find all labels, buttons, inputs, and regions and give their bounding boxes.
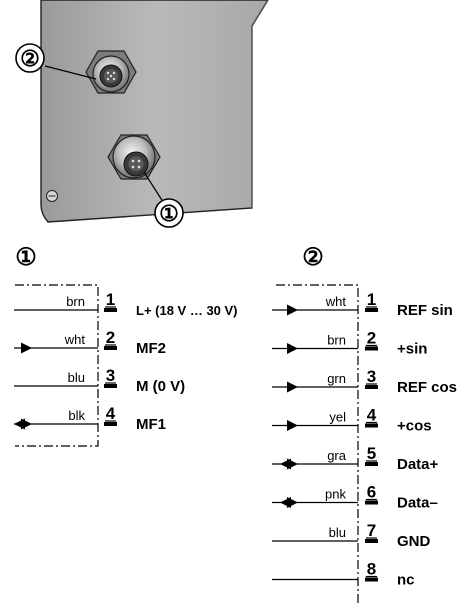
signal-arrow-in-icon — [287, 304, 298, 316]
pin-contact-bar — [104, 308, 117, 312]
left-connector-boundary — [15, 284, 99, 447]
pin-number-label: 1 — [367, 290, 376, 309]
connector-2-socket — [85, 50, 137, 94]
signal-arrow-in-icon — [21, 342, 32, 354]
pin-number-label: 6 — [367, 483, 376, 502]
pin-signal-label: nc — [397, 572, 415, 589]
device-housing-illustration: ② ① — [15, 0, 269, 228]
wire-color-label: pnk — [325, 487, 346, 502]
pin-number-label: 8 — [367, 560, 376, 579]
left-pin-row-3: blu 3 M (0 V) — [14, 366, 185, 395]
pin-signal-label: REF sin — [397, 302, 453, 319]
pin-contact-bar — [365, 539, 378, 543]
pin-signal-label: REF cos — [397, 379, 457, 396]
wire-color-label: grn — [327, 371, 346, 386]
pin-signal-label: L+ (18 V … 30 V) — [136, 303, 238, 318]
right-connector-boundary — [276, 284, 359, 603]
pin-number-label: 3 — [106, 366, 115, 385]
wire-color-label: brn — [327, 333, 346, 348]
signal-arrow-out-icon — [280, 497, 291, 508]
wire-color-label: yel — [329, 410, 346, 425]
signal-arrow-out-icon — [14, 418, 25, 430]
signal-arrow-in-icon — [287, 343, 298, 354]
pin-contact-bar — [365, 385, 378, 389]
wire-color-label: wht — [64, 332, 86, 347]
pin-signal-label: +cos — [397, 418, 432, 435]
connector-1-socket — [107, 134, 161, 180]
screw-icon — [46, 190, 58, 202]
pin-contact-bar — [104, 384, 117, 388]
right-pin-row-8: 8 nc — [272, 560, 415, 589]
pin-signal-label: Data+ — [397, 456, 439, 473]
wire-color-label: blu — [68, 370, 85, 385]
pin-number-label: 2 — [106, 328, 115, 347]
left-pin-row-1: brn 1 L+ (18 V … 30 V) — [14, 290, 238, 318]
section-marker-1: ① — [15, 244, 37, 271]
right-pin-row-2: brn 2 +sin — [272, 329, 427, 358]
pin-number-label: 3 — [367, 367, 376, 386]
pin-signal-label: M (0 V) — [136, 378, 185, 395]
wire-color-label: brn — [66, 294, 85, 309]
pin-contact-bar — [365, 462, 378, 466]
signal-arrow-in-icon — [287, 381, 298, 393]
pin-signal-label: GND — [397, 533, 431, 550]
pin-contact-bar — [365, 423, 378, 428]
pin-number-label: 5 — [367, 444, 376, 463]
wire-color-label: blu — [329, 525, 346, 540]
wire-color-label: blk — [68, 408, 85, 423]
pin-signal-label: MF1 — [136, 416, 166, 433]
signal-arrow-out-icon — [280, 458, 291, 470]
pin-contact-bar — [104, 346, 117, 350]
pin-number-label: 2 — [367, 329, 376, 348]
pin-number-label: 4 — [367, 406, 377, 425]
wire-color-label: gra — [327, 448, 347, 463]
pin-contact-bar — [365, 500, 378, 505]
pin-signal-label: Data– — [397, 495, 438, 512]
section-marker-2: ② — [302, 244, 324, 271]
pin-signal-label: MF2 — [136, 340, 166, 357]
pin-contact-bar — [104, 422, 117, 426]
signal-arrow-in-icon — [287, 420, 298, 431]
pin-signal-label: +sin — [397, 341, 427, 358]
pin-number-label: 1 — [106, 290, 115, 309]
wire-color-label: wht — [325, 294, 347, 309]
pin-number-label: 4 — [106, 404, 116, 423]
pin-contact-bar — [365, 308, 378, 312]
pin-contact-bar — [365, 577, 378, 582]
right-pin-row-4: yel 4 +cos — [272, 406, 432, 435]
pin-contact-bar — [365, 346, 378, 351]
pin-number-label: 7 — [367, 521, 376, 540]
callout-2-label: ② — [20, 46, 40, 71]
callout-1-label: ① — [159, 201, 179, 226]
